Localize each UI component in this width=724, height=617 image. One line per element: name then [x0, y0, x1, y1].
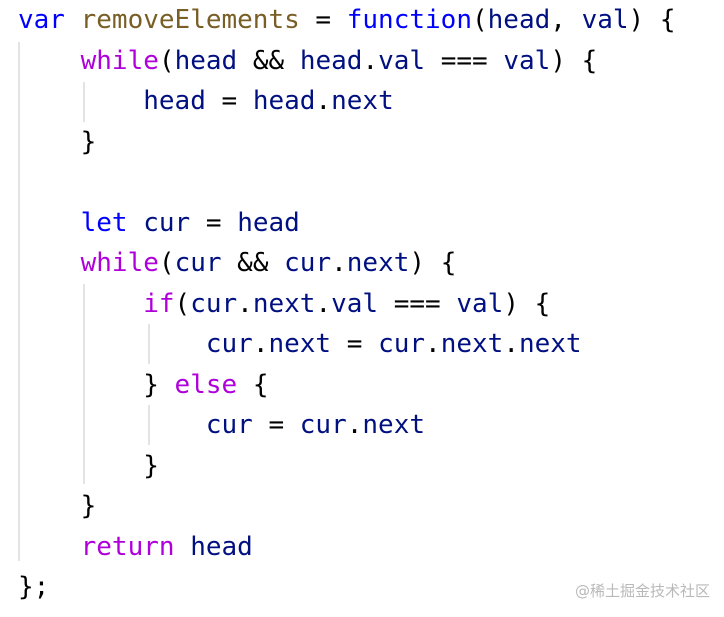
- keyword-while: while: [80, 45, 159, 76]
- indent-guide-level-1: [18, 42, 20, 561]
- watermark: @稀土掘金技术社区: [574, 582, 710, 600]
- keyword-else: else: [174, 369, 238, 400]
- code-line-12: }: [143, 450, 159, 481]
- code-line-14: return head: [80, 531, 253, 562]
- code-line-3: head = head.next: [143, 86, 394, 116]
- keyword-let: let: [80, 207, 128, 238]
- code-line-8: if(cur.next.val === val) {: [143, 288, 551, 319]
- function-name: removeElements: [80, 5, 300, 35]
- keyword-var: var: [18, 5, 65, 35]
- keyword-while: while: [80, 248, 159, 278]
- code-block[interactable]: var removeElements = function(head, val)…: [18, 0, 676, 608]
- code-line-10: } else {: [143, 369, 269, 400]
- param-head: head: [487, 5, 551, 35]
- indent-guide-else-block: [148, 405, 150, 445]
- code-line-2: while(head && head.val === val) {: [80, 45, 598, 76]
- keyword-return: return: [80, 531, 175, 562]
- code-line-15: };: [18, 572, 50, 602]
- keyword-if: if: [143, 288, 175, 319]
- indent-guide-while-1: [83, 82, 85, 122]
- keyword-function: function: [346, 5, 472, 35]
- code-line-5: [18, 162, 676, 203]
- indent-guide-while-2: [83, 284, 85, 484]
- code-line-7: while(cur && cur.next) {: [80, 248, 457, 278]
- code-line-4: }: [80, 126, 97, 157]
- code-line-6: let cur = head: [80, 207, 300, 238]
- code-line-13: }: [80, 491, 97, 521]
- code-line-1: var removeElements = function(head, val)…: [18, 5, 676, 35]
- code-line-11: cur = cur.next: [205, 410, 426, 440]
- code-line-9: cur.next = cur.next.next: [205, 329, 582, 359]
- param-val: val: [581, 5, 629, 35]
- indent-guide-if-block: [148, 324, 150, 364]
